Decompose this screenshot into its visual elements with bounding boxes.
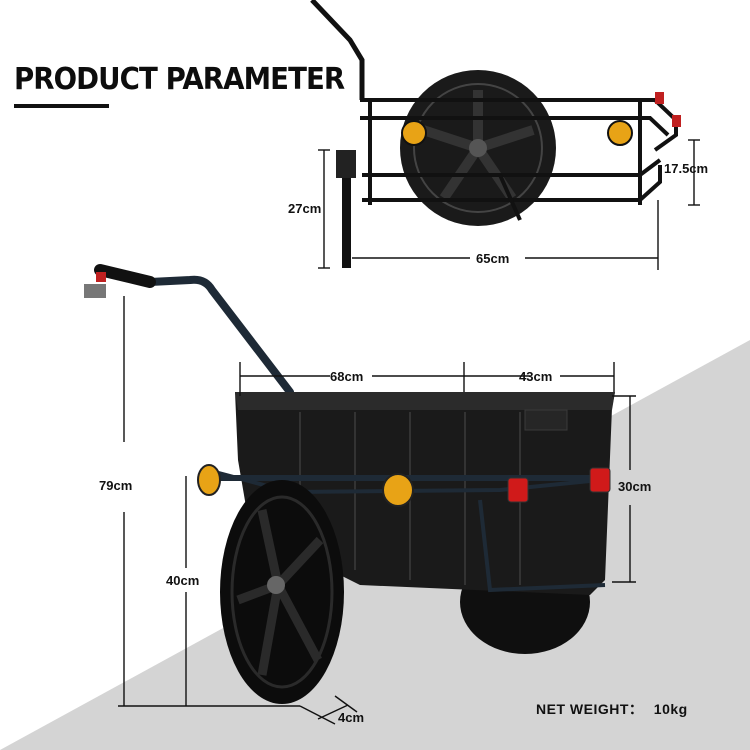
net-weight-value: 10kg	[653, 701, 688, 717]
net-weight: NET WEIGHT： 10kg	[536, 699, 688, 719]
box-height-label: 30cm	[618, 479, 652, 494]
box-width-label: 43cm	[519, 369, 553, 384]
top-depth-label: 17.5cm	[664, 161, 709, 176]
net-weight-label: NET WEIGHT：	[536, 701, 644, 717]
top-height-label: 27cm	[288, 201, 322, 216]
top-length-label: 65cm	[476, 251, 510, 266]
total-height-label: 79cm	[99, 478, 133, 493]
title-underline	[14, 104, 109, 108]
page-title: PRODUCT PARAMETER	[14, 62, 345, 97]
tire-width-label: 4cm	[338, 710, 365, 725]
box-length-label: 68cm	[330, 369, 364, 384]
wheel-height-label: 40cm	[166, 573, 200, 588]
